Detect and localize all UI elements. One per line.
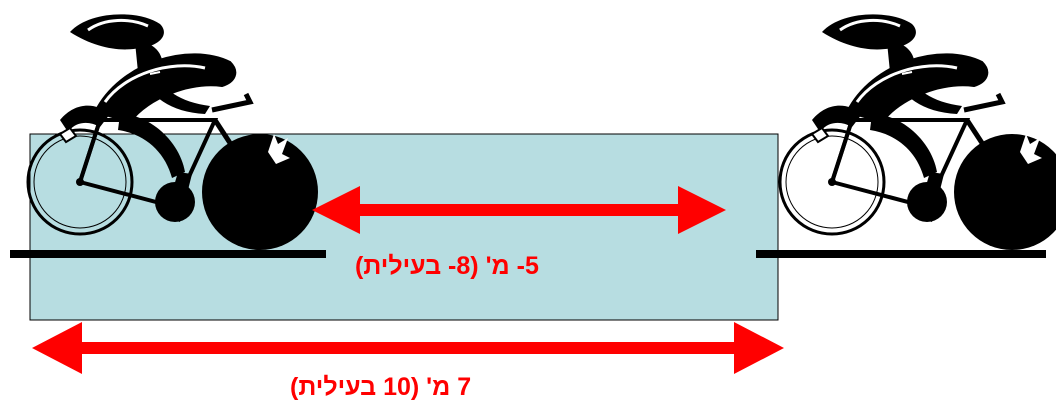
outer-distance-label: 7 מ' (10 בעילית) [290,373,472,401]
drafting-zone [29,133,779,321]
ground-line-right [756,250,1046,258]
inner-distance-label: 5- מ' (8- בעילית) [355,252,539,280]
inner-distance-arrow [312,186,726,234]
outer-distance-arrow [32,322,784,374]
cyclist-icon [780,14,1056,250]
ground-line-left [10,250,326,258]
